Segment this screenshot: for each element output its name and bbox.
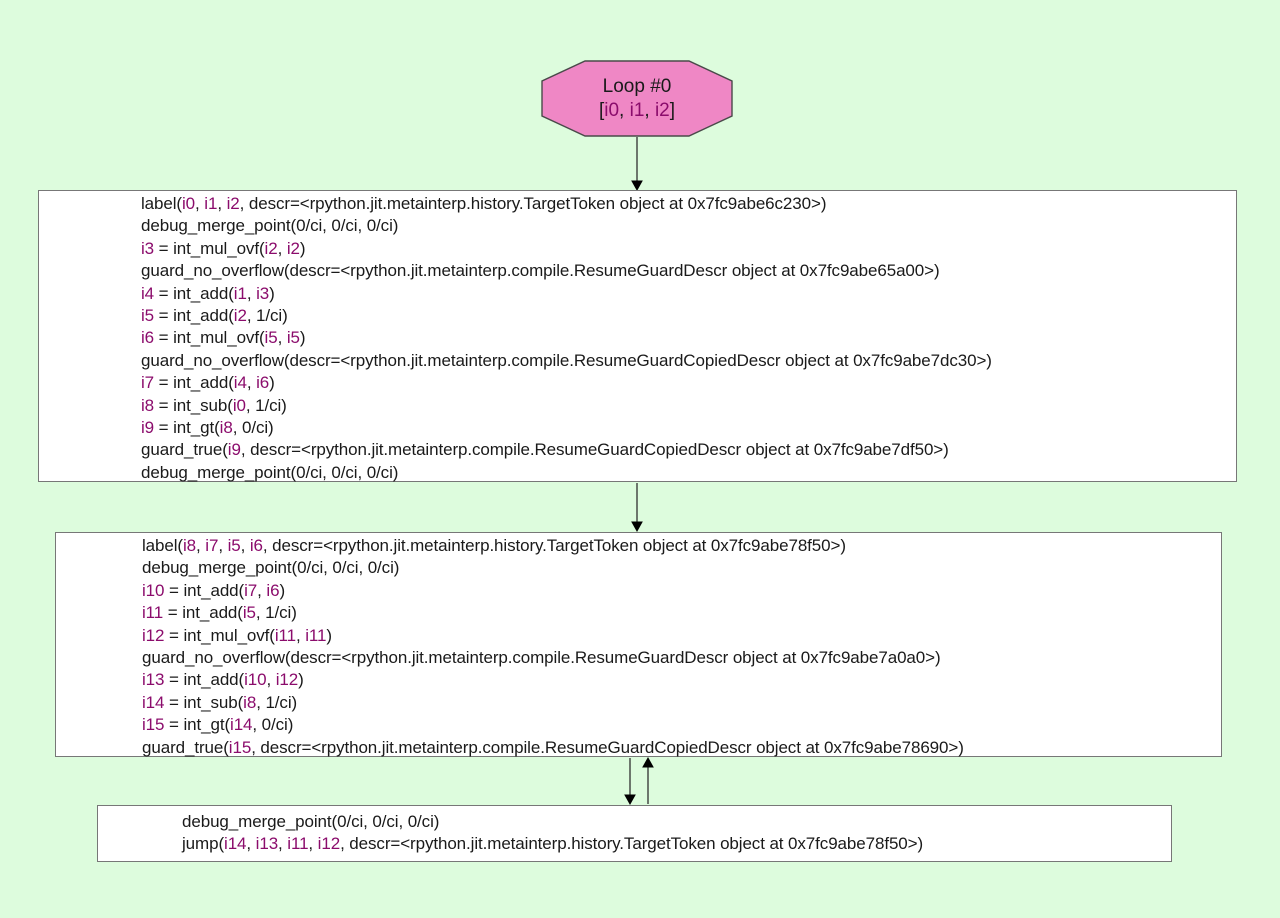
loop-title: Loop #0 [602, 75, 672, 97]
loop-args: [i0, i1, i2] [598, 99, 676, 121]
trace-line: i5 = int_add(i2, 1/ci) [141, 306, 288, 326]
trace-block-jump: debug_merge_point(0/ci, 0/ci, 0/ci) jump(… [97, 805, 1172, 862]
trace-line: i6 = int_mul_ovf(i5, i5) [141, 328, 306, 348]
trace-line: i12 = int_mul_ovf(i11, i11) [142, 625, 332, 645]
trace-line: i9 = int_gt(i8, 0/ci) [141, 418, 274, 438]
trace-line: i7 = int_add(i4, i6) [141, 373, 275, 393]
trace-line: guard_true(i9, descr=<rpython.jit.metain… [141, 440, 949, 460]
edge-block2-to-block3 [624, 758, 636, 806]
trace-line: label(i8, i7, i5, i6, descr=<rpython.jit… [142, 536, 846, 555]
trace-line: i15 = int_gt(i14, 0/ci) [142, 715, 294, 735]
trace-line: guard_true(i15, descr=<rpython.jit.metai… [142, 737, 964, 757]
trace-line: guard_no_overflow(descr=<rpython.jit.met… [142, 648, 941, 668]
trace-line: debug_merge_point(0/ci, 0/ci, 0/ci) [182, 812, 440, 831]
edge-block1-to-block2 [631, 483, 643, 533]
trace-line: i11 = int_add(i5, 1/ci) [142, 603, 297, 623]
trace-line: debug_merge_point(0/ci, 0/ci, 0/ci) [141, 216, 399, 236]
trace-block-entry: label(i0, i1, i2, descr=<rpython.jit.met… [38, 190, 1237, 482]
trace-line: guard_no_overflow(descr=<rpython.jit.met… [141, 261, 940, 281]
trace-line: i3 = int_mul_ovf(i2, i2) [141, 238, 306, 258]
trace-line: label(i0, i1, i2, descr=<rpython.jit.met… [141, 194, 827, 213]
trace-line: jump(i14, i13, i11, i12, descr=<rpython.… [182, 834, 924, 854]
trace-block-peeled-loop: label(i8, i7, i5, i6, descr=<rpython.jit… [55, 532, 1222, 757]
loop-entry-node: Loop #0 [i0, i1, i2] [541, 60, 733, 137]
edge-loop-to-block1 [631, 137, 643, 192]
trace-line: i4 = int_add(i1, i3) [141, 283, 275, 303]
trace-line: i10 = int_add(i7, i6) [142, 580, 286, 600]
trace-line: i8 = int_sub(i0, 1/ci) [141, 395, 287, 415]
trace-line: i13 = int_add(i10, i12) [142, 670, 304, 690]
trace-line: debug_merge_point(0/ci, 0/ci, 0/ci) [142, 558, 400, 578]
trace-line: debug_merge_point(0/ci, 0/ci, 0/ci) [141, 462, 399, 482]
octagon-shape [541, 60, 733, 137]
trace-line: i14 = int_sub(i8, 1/ci) [142, 692, 298, 712]
trace-line: guard_no_overflow(descr=<rpython.jit.met… [141, 350, 992, 370]
edge-jump-back-to-block2 [642, 756, 654, 804]
